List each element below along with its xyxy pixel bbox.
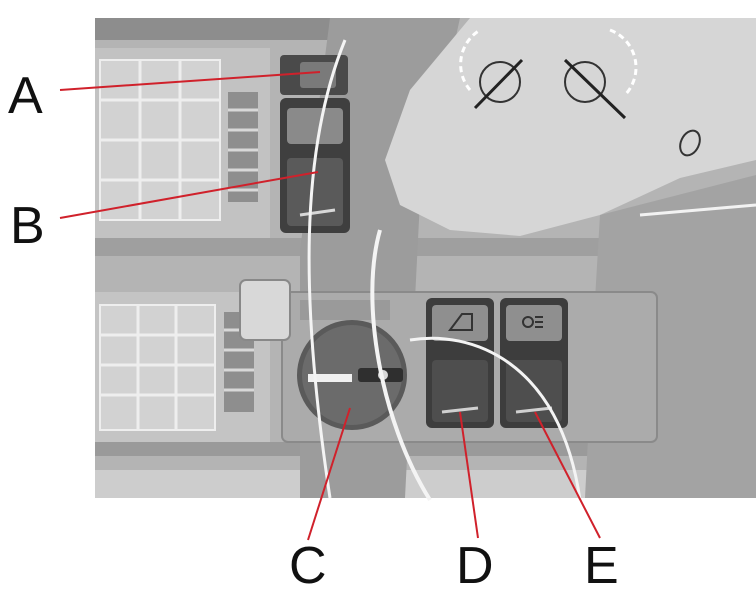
callout-label-b: B [10,200,45,252]
callout-label-a: A [8,70,43,122]
switch-d [426,298,494,428]
callout-label-e: E [584,540,619,592]
callout-label-d: D [456,540,494,592]
callout-label-c: C [289,540,327,592]
